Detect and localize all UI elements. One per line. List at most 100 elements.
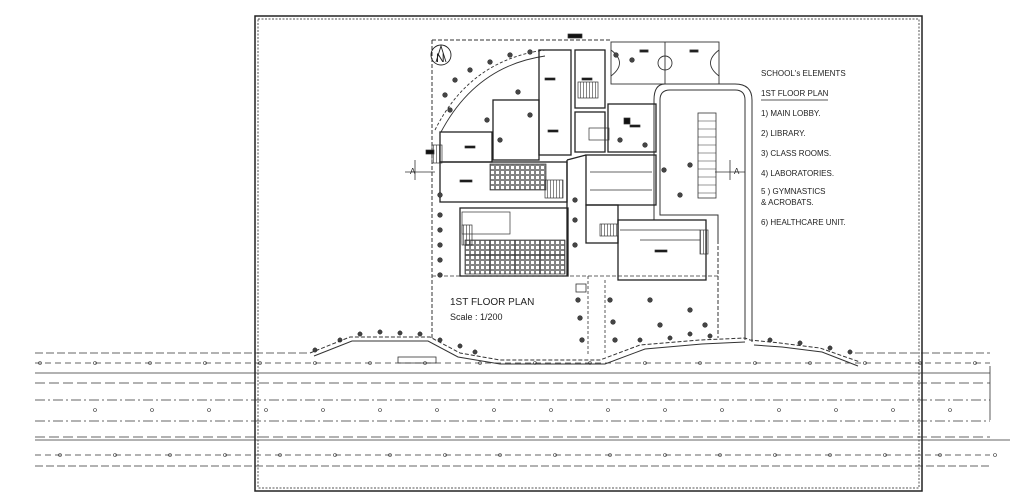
tree-icon	[442, 92, 448, 98]
tree-icon	[515, 89, 521, 95]
tree-icon	[687, 331, 693, 337]
street-lamp-icon	[808, 361, 812, 365]
street-lamp-icon	[549, 408, 553, 412]
street-lamp-icon	[203, 361, 207, 365]
tree-icon	[613, 52, 619, 58]
street-lamp-icon	[777, 408, 781, 412]
street-lamp-icon	[168, 453, 172, 457]
tree-icon	[667, 335, 673, 341]
plan-title: 1ST FLOOR PLAN	[450, 297, 534, 308]
legend-item: 5 ) GYMNASTICS	[761, 187, 825, 196]
street-lamp-icon	[443, 453, 447, 457]
street-lamp-icon	[423, 361, 427, 365]
tree-icon	[827, 345, 833, 351]
street-lamp-icon	[608, 453, 612, 457]
legend-item: 6) HEALTHCARE UNIT.	[761, 218, 846, 227]
interior-details	[425, 33, 709, 275]
tree-icon	[707, 333, 713, 339]
street-lamp-icon	[698, 361, 702, 365]
section-marker-left: A	[410, 167, 416, 176]
tree-icon	[629, 57, 635, 63]
street-lamp-icon	[148, 361, 152, 365]
tree-icon	[527, 112, 533, 118]
legend-item: 2) LIBRARY.	[761, 129, 806, 138]
street-lamp-icon	[643, 361, 647, 365]
street-lamp-icon	[834, 408, 838, 412]
street-lamp-icon	[891, 408, 895, 412]
north-arrow-icon	[430, 44, 452, 66]
site-boundary	[309, 39, 861, 367]
tree-icon	[847, 349, 853, 355]
street-lamp-icon	[663, 408, 667, 412]
tree-icon	[437, 242, 443, 248]
tree-icon	[452, 77, 458, 83]
street-lamp-icon	[973, 361, 977, 365]
tree-icon	[702, 322, 708, 328]
entrance-path-south	[432, 275, 718, 355]
street-lamp-icon	[492, 408, 496, 412]
parking-lines	[698, 120, 716, 194]
tree-icon	[575, 297, 581, 303]
tree-icon	[572, 242, 578, 248]
street-lamp-icon	[606, 408, 610, 412]
legend-item: 3) CLASS ROOMS.	[761, 149, 831, 158]
tree-icon	[457, 343, 463, 349]
street-lamp-icon	[313, 361, 317, 365]
classroom-wing-north	[538, 49, 572, 156]
tree-icon	[577, 315, 583, 321]
tree-icon	[687, 307, 693, 313]
tree-icon	[527, 49, 533, 55]
tree-icon	[677, 192, 683, 198]
legend-item: 1) MAIN LOBBY.	[761, 109, 820, 118]
tree-icon	[472, 349, 478, 355]
tree-icon	[437, 192, 443, 198]
street-lamp-icon	[113, 453, 117, 457]
street-lamp-icon	[753, 361, 757, 365]
street-lamp-icon	[828, 453, 832, 457]
north-label: N	[436, 51, 445, 65]
street-lamp-icon	[150, 408, 154, 412]
street-lamp-icon	[333, 453, 337, 457]
tree-icon	[797, 340, 803, 346]
tree-icon	[397, 330, 403, 336]
tree-icon	[467, 67, 473, 73]
tree-icon	[617, 137, 623, 143]
street-lamp-icon	[553, 453, 557, 457]
tree-icon	[661, 167, 667, 173]
tree-icon	[437, 272, 443, 278]
tree-icon	[572, 217, 578, 223]
legend-subheading: 1ST FLOOR PLAN	[761, 89, 829, 98]
tree-icon	[487, 59, 493, 65]
tree-icon	[357, 331, 363, 337]
tree-icon	[637, 337, 643, 343]
street-road	[35, 352, 1010, 467]
street-trees	[38, 329, 997, 457]
legend-item: 4) LABORATORIES.	[761, 169, 834, 178]
street-lamp-icon	[478, 361, 482, 365]
site-trees	[437, 49, 708, 343]
laboratory-block	[607, 103, 657, 153]
tree-icon	[642, 142, 648, 148]
tree-icon	[647, 297, 653, 303]
street-lamp-icon	[918, 361, 922, 365]
street-lamp-icon	[718, 453, 722, 457]
street-lamp-icon	[498, 453, 502, 457]
street-lamp-icon	[93, 361, 97, 365]
street-lamp-icon	[321, 408, 325, 412]
section-marker-right: A	[734, 167, 740, 176]
tree-icon	[437, 227, 443, 233]
tree-icon	[417, 331, 423, 337]
street-lamp-icon	[258, 361, 262, 365]
street-lamp-icon	[207, 408, 211, 412]
plan-scale: Scale : 1/200	[450, 312, 503, 322]
stair-core-north	[574, 111, 606, 153]
tree-icon	[607, 297, 613, 303]
street-lamp-icon	[863, 361, 867, 365]
open-court-north	[492, 99, 540, 161]
street-lamp-icon	[368, 361, 372, 365]
tree-icon	[687, 162, 693, 168]
tree-icon	[377, 329, 383, 335]
sheet-border	[254, 15, 923, 492]
street-lamp-icon	[435, 408, 439, 412]
